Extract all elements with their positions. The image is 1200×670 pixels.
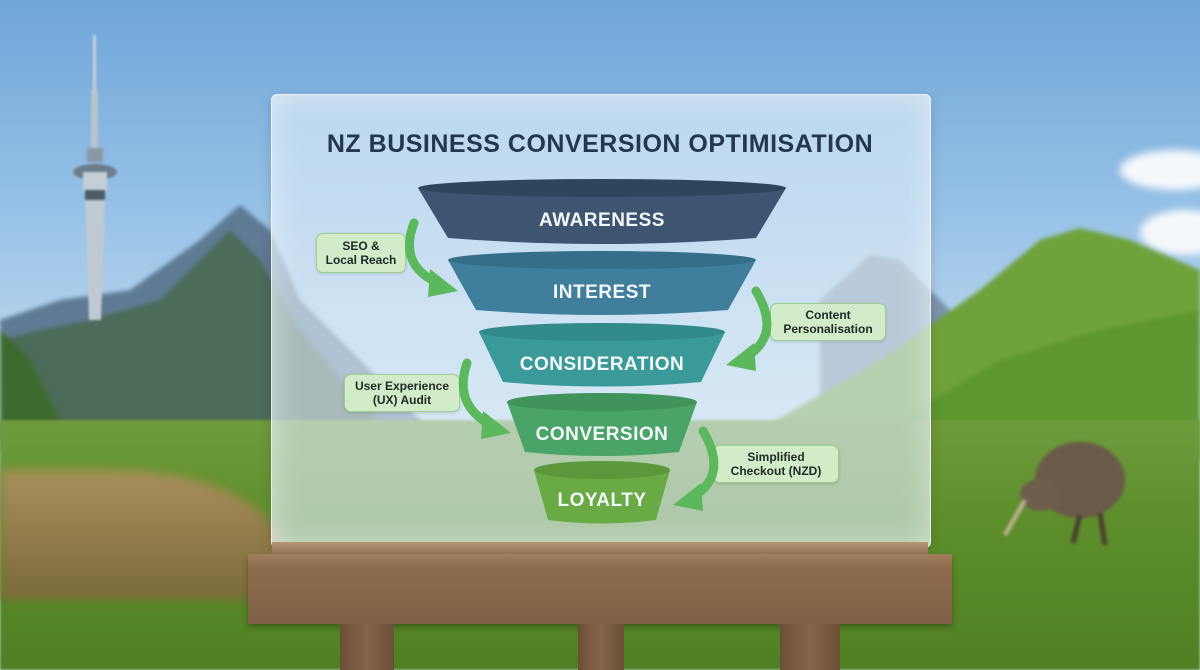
- annotation-ux-audit: User Experience(UX) Audit: [344, 374, 460, 412]
- annotation-seo-local-reach: SEO &Local Reach: [316, 233, 406, 273]
- stage-label: CONVERSION: [535, 424, 669, 445]
- wooden-easel-beam: [248, 554, 952, 624]
- easel-leg-right: [780, 624, 840, 670]
- sky-tower: [73, 35, 117, 320]
- stage-label: INTEREST: [553, 282, 651, 303]
- funnel-segment-shape: [534, 461, 670, 524]
- note-line: Checkout (NZD): [730, 464, 822, 478]
- easel-slot: [272, 542, 928, 556]
- note-line: Local Reach: [325, 253, 397, 267]
- note-line: SEO &: [342, 239, 380, 253]
- curved-arrow-icon: [458, 358, 511, 439]
- funnel-segment-shape: [479, 323, 725, 387]
- funnel-segment-shape: [448, 251, 756, 315]
- easel-leg-center: [578, 624, 624, 670]
- note-line: Personalisation: [783, 322, 873, 336]
- curved-arrow-icon: [726, 286, 772, 371]
- funnel-stage-loyalty: LOYALTY: [532, 460, 672, 526]
- cloud: [1120, 150, 1200, 190]
- curved-arrow-icon: [405, 218, 458, 297]
- funnel-segment-shape: [507, 393, 697, 456]
- note-line: Simplified: [747, 450, 805, 464]
- kiwi-bird: [1003, 442, 1125, 546]
- diagram-title: NZ BUSINESS CONVERSION OPTIMISATION: [326, 130, 874, 158]
- funnel-segment-shape: [418, 179, 786, 244]
- stage-label: AWARENESS: [539, 210, 665, 231]
- easel-leg-left: [340, 624, 394, 670]
- note-line: User Experience: [354, 379, 450, 393]
- note-line: (UX) Audit: [372, 393, 432, 407]
- note-line: Content: [805, 308, 851, 322]
- funnel-stage-interest: INTEREST: [446, 250, 758, 316]
- funnel-stage-consideration: CONSIDERATION: [477, 322, 727, 388]
- stage-label: CONSIDERATION: [519, 354, 685, 375]
- funnel-stage-awareness: AWARENESS: [416, 178, 788, 244]
- stage-label: LOYALTY: [557, 490, 647, 511]
- curved-arrow-icon: [673, 426, 719, 511]
- funnel-stage-conversion: CONVERSION: [505, 392, 699, 458]
